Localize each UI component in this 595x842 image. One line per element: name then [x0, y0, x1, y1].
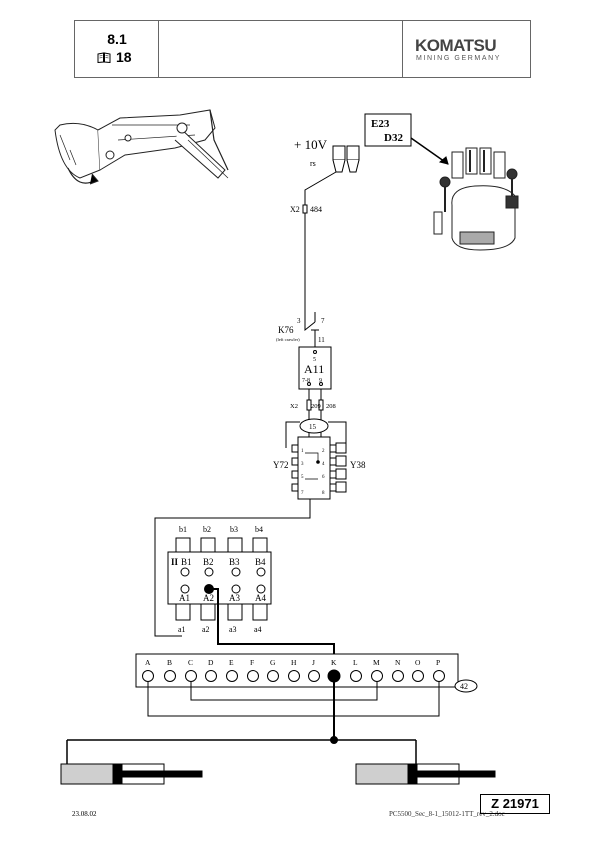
port-b3-label: b3 [230, 525, 238, 534]
valve-right-coils [329, 442, 347, 493]
valve-pin-6: 6 [322, 475, 325, 480]
relay-note: (left crawler) [276, 337, 300, 342]
terminal-o: O [415, 658, 421, 667]
port-b4-label: b4 [255, 525, 263, 534]
title-cell [159, 21, 403, 77]
block-top-ports [175, 537, 268, 553]
circle-15 [299, 418, 329, 434]
drawing-id: Z 21971 [480, 794, 550, 814]
terminal-e: E [229, 658, 234, 667]
footer-date: 23.08.02 [72, 810, 97, 818]
excavator-arm-icon [54, 109, 229, 185]
brand-logo: KOMATSU [415, 36, 497, 55]
header-table: 8.1 18 KOMATSU MINING GERMANY [74, 20, 531, 78]
x2-mid-pin-a: 209 [311, 403, 321, 410]
supply-wire-color: rs [310, 159, 316, 168]
module-label: A11 [304, 362, 324, 376]
terminal-g: G [270, 658, 276, 667]
block-bottom-ports [175, 603, 268, 621]
relay-label: K76 [278, 325, 294, 335]
supply-plug-right [346, 145, 360, 161]
block-a1: A1 [179, 593, 190, 603]
block-b4: B4 [255, 557, 266, 567]
terminal-l: L [353, 658, 358, 667]
module-pin-78: 7-8 [302, 378, 310, 384]
circle-42 [454, 679, 478, 693]
block-roman-label: II [171, 557, 179, 567]
block-ports-a-circles [180, 584, 266, 594]
book-icon [97, 51, 111, 63]
valve-pin-8: 8 [322, 491, 325, 496]
joystick-console-icon [433, 147, 519, 251]
logo-cell: KOMATSU MINING GERMANY [403, 21, 530, 77]
x2-mid-pin-b: 208 [326, 403, 336, 410]
block-b3: B3 [229, 557, 240, 567]
block-ports-b-circles [180, 567, 266, 577]
control-valve-block [167, 551, 272, 605]
port-a4-label: a4 [254, 625, 262, 634]
solenoid-valve-block [297, 436, 331, 500]
terminal-j: J [312, 658, 315, 667]
block-a2: A2 [203, 593, 214, 603]
port-b2-label: b2 [203, 525, 211, 534]
port-b1-label: b1 [179, 525, 187, 534]
supply-plug-left [332, 145, 346, 161]
valve-pin-3: 3 [301, 462, 304, 467]
terminal-k: K [331, 658, 337, 667]
brand-subtitle: MINING GERMANY [416, 55, 502, 62]
callout-box [364, 113, 412, 147]
relay-contact-k76 [304, 321, 316, 332]
terminal-a: A [145, 658, 151, 667]
relay-pin-11: 11 [318, 336, 325, 344]
terminal-b: B [167, 658, 172, 667]
page-number: 18 [116, 49, 132, 65]
valve-pin-4: 4 [322, 462, 325, 467]
footer-filename: PC5500_Sec_8-1_15012-1TT_rev_2.doc [389, 810, 505, 818]
page-reference: 18 [97, 49, 132, 65]
module-pin-5: 5 [313, 357, 316, 363]
block-a4: A4 [255, 593, 266, 603]
terminal-n: N [395, 658, 401, 667]
x2-mid-label: X2 [290, 403, 298, 410]
x2-top-pin: 484 [310, 205, 322, 214]
terminal-strip [135, 653, 459, 688]
circle-42-label: 42 [460, 682, 468, 691]
circle-15-label: 15 [309, 423, 317, 431]
terminal-d: D [208, 658, 214, 667]
section-number: 8.1 [107, 31, 127, 47]
valve-pin-2: 2 [322, 449, 325, 454]
section-cell: 8.1 18 [75, 21, 159, 77]
valve-pin-7: 7 [301, 491, 304, 496]
terminal-c: C [188, 658, 193, 667]
port-a2-label: a2 [202, 625, 210, 634]
module-pin-9: 9 [319, 378, 322, 384]
terminal-h: H [291, 658, 297, 667]
callout-e23: E23 [371, 118, 390, 130]
port-a3-label: a3 [229, 625, 237, 634]
relay-pin-7: 7 [321, 317, 325, 325]
valve-left-label: Y72 [273, 460, 289, 470]
block-b1: B1 [181, 557, 192, 567]
supply-wire [304, 171, 337, 205]
terminal-circles [142, 670, 445, 682]
terminal-p: P [436, 658, 440, 667]
x2-top-label: X2 [290, 205, 300, 214]
x2-top-connector [302, 204, 308, 214]
valve-pin-1: 1 [301, 449, 304, 454]
block-a3: A3 [229, 593, 240, 603]
port-a1-label: a1 [178, 625, 186, 634]
terminal-k-active [327, 669, 341, 683]
valve-pin-5: 5 [301, 475, 304, 480]
relay-pin-3: 3 [297, 317, 301, 325]
block-b2: B2 [203, 557, 214, 567]
supply-label: + 10V [294, 137, 328, 152]
terminal-f: F [250, 658, 254, 667]
terminal-m: M [373, 658, 380, 667]
valve-left-coils [291, 444, 299, 492]
valve-right-label: Y38 [350, 460, 366, 470]
callout-d32: D32 [384, 132, 403, 144]
